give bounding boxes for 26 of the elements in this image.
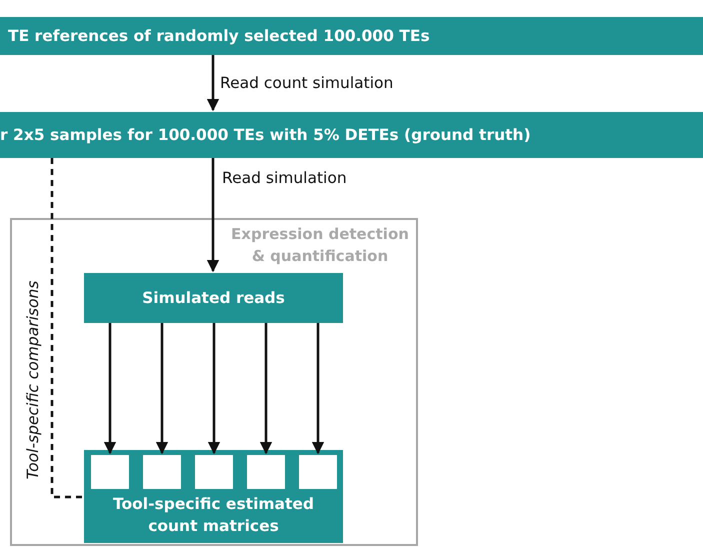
node-text: r 2x5 samples for 100.000 TEs with 5% DETEs (ground truth) <box>0 125 531 146</box>
edge-label: Tool-specific comparisons <box>23 280 43 480</box>
matrix-square <box>299 455 337 489</box>
node-text: Tool-specific estimated count matrices <box>112 494 316 537</box>
process-box <box>84 450 343 543</box>
arrow <box>260 323 272 454</box>
group-frame <box>10 218 418 546</box>
arrow <box>206 55 220 112</box>
matrix-square <box>195 455 233 489</box>
edge-label: Read simulation <box>222 168 347 189</box>
node-text: Simulated reads <box>142 288 285 309</box>
arrow <box>156 323 168 454</box>
process-box <box>84 273 343 323</box>
step-banner <box>0 112 703 158</box>
dashed-connector <box>50 158 84 498</box>
group-heading: Expression detection & quantification <box>230 224 410 267</box>
arrow <box>104 323 116 454</box>
node-text: TE references of randomly selected 100.000 TEs <box>8 26 430 47</box>
matrix-square <box>247 455 285 489</box>
edge-label: Read count simulation <box>220 73 394 94</box>
step-banner <box>0 17 703 55</box>
matrix-square <box>143 455 181 489</box>
arrow <box>208 323 220 454</box>
matrix-square <box>91 455 129 489</box>
arrow <box>206 158 220 272</box>
arrow <box>312 323 324 454</box>
